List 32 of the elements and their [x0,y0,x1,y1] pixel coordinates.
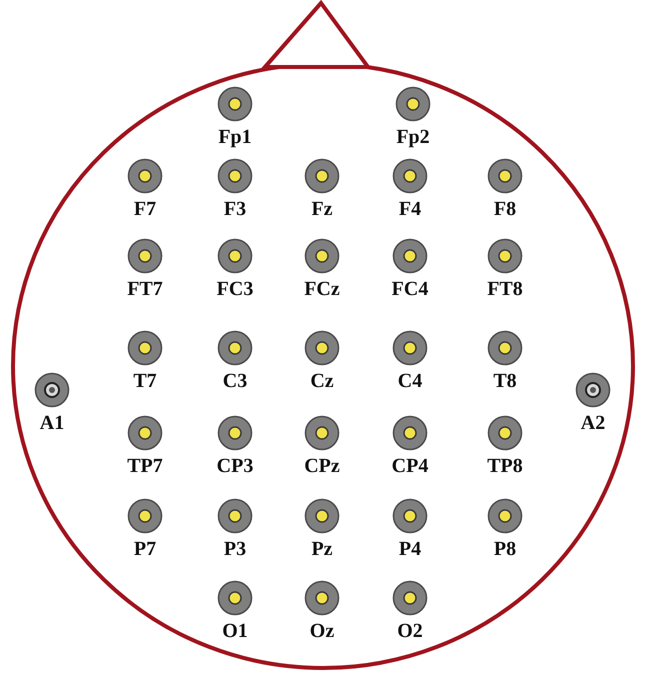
electrode-label: TP8 [487,455,523,477]
electrode-label: FT7 [127,278,163,300]
electrode-label: CP4 [392,455,428,477]
electrode-label: F3 [224,198,246,220]
electrode-label: C3 [222,370,248,392]
electrode-label: O1 [222,620,248,642]
electrode-label: Fp2 [396,126,430,148]
electrode-label: A1 [40,412,64,434]
electrode-label: Pz [311,538,333,560]
electrode-label: A2 [580,412,606,434]
electrode-label: P3 [224,538,246,560]
electrode-label: Fp1 [218,126,252,148]
electrode-label: P4 [398,538,422,560]
electrode-label: F8 [494,198,516,220]
electrode-label: CPz [304,455,340,477]
electrode-label: O2 [397,620,423,642]
electrode-label: FC3 [216,278,254,300]
electrode-label: FT8 [487,278,523,300]
electrode-label: F7 [134,198,156,220]
electrode-label: T7 [133,370,157,392]
electrode-label: TP7 [127,455,163,477]
electrode-label: C4 [398,370,422,392]
electrode-label: F4 [398,198,422,220]
electrode-label: P7 [134,538,156,560]
electrode-label: Oz [310,620,334,642]
electrode-label: Cz [310,370,334,392]
electrode-label: CP3 [216,455,254,477]
electrode-label: Fz [311,198,333,220]
electrode-label: T8 [493,370,517,392]
electrode-label: FC4 [392,278,428,300]
electrode-label: FCz [304,278,340,300]
electrode-label: P8 [494,538,516,560]
